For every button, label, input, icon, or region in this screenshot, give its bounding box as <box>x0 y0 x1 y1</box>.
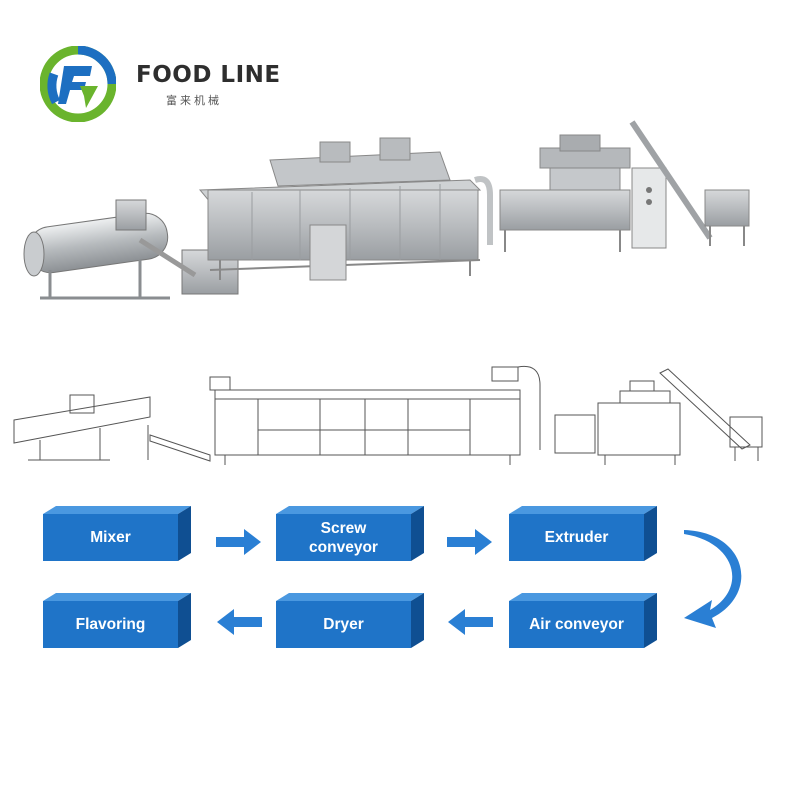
brand-subtitle: 富来机械 <box>166 94 222 107</box>
line-drawing <box>13 365 763 465</box>
process-step-dryer: Dryer <box>276 593 424 648</box>
extruder-photo <box>499 120 750 252</box>
dryer-drawing <box>209 365 541 465</box>
box-shape <box>509 506 657 561</box>
dryer-photo <box>198 137 493 281</box>
process-step-extruder: Extruder <box>509 506 657 561</box>
arrow-left-icon <box>217 609 262 635</box>
box-shape <box>276 593 424 648</box>
arrow-right-icon <box>216 529 261 555</box>
step-label: Screw conveyor <box>309 519 378 556</box>
box-shape <box>43 506 191 561</box>
process-step-air-conveyor: Air conveyor <box>509 593 657 648</box>
box-shape <box>43 593 191 648</box>
food-line-logo-icon <box>40 46 116 122</box>
brand-name: FOOD LINE <box>136 62 281 88</box>
step-label: Dryer <box>323 616 364 633</box>
arrow-left-icon <box>448 609 493 635</box>
process-step-screw-conveyor: Screw conveyor <box>276 506 424 561</box>
flavoring-drawing <box>13 394 211 462</box>
brand-logo: FOOD LINE 富来机械 <box>40 46 280 122</box>
curved-arrow-icon <box>684 530 742 628</box>
step-label: Air conveyor <box>529 616 624 633</box>
process-step-mixer: Mixer <box>43 506 191 561</box>
arrow-right-icon <box>447 529 492 555</box>
step-label: Extruder <box>544 529 609 546</box>
box-shape <box>276 506 424 561</box>
machine-photo <box>23 120 750 300</box>
flavoring-machine-photo <box>23 199 239 300</box>
step-label: Flavoring <box>75 616 146 633</box>
box-shape <box>509 593 657 648</box>
extruder-drawing <box>554 368 763 465</box>
step-label: Mixer <box>90 529 131 546</box>
process-step-flavoring: Flavoring <box>43 593 191 648</box>
